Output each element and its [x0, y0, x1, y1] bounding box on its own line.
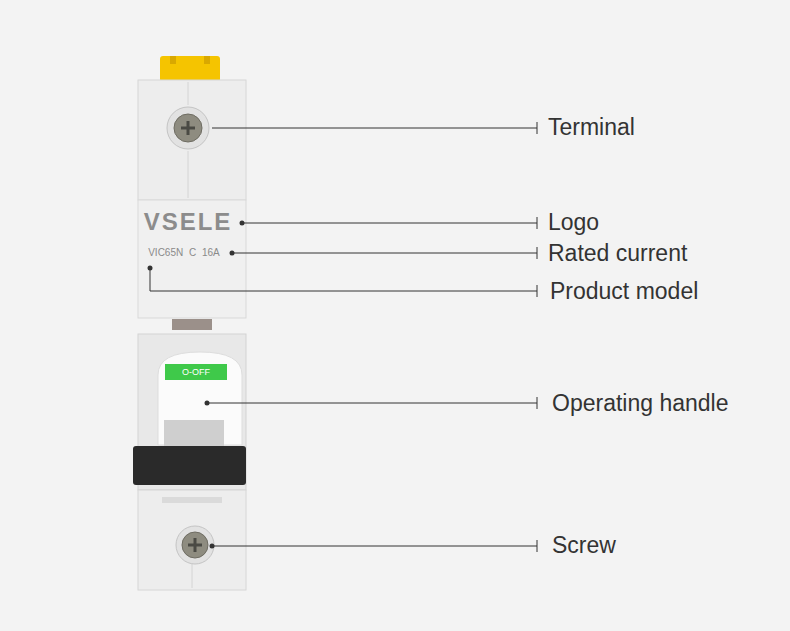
clip-notch: [170, 56, 176, 64]
callout-label: Rated current: [548, 239, 687, 267]
indicator-slot: [172, 319, 212, 330]
callout-label: Terminal: [548, 113, 635, 141]
seam: [188, 151, 189, 198]
bottom-screw: [182, 532, 208, 558]
seam: [188, 82, 189, 105]
brand-logo: VSELE: [138, 208, 238, 236]
leader-line: [232, 247, 537, 259]
handle-lever: [164, 420, 224, 448]
screw-cross: [181, 121, 195, 135]
leader-dot: [240, 221, 245, 226]
bottom-slot: [162, 497, 222, 503]
screw-cross: [188, 538, 202, 552]
top-block: [138, 80, 246, 200]
leader-line: [242, 217, 537, 229]
clip-notch: [204, 56, 210, 64]
leader-line: [150, 268, 537, 297]
front-plate: [138, 200, 246, 318]
terminal-screw: [174, 114, 202, 142]
leader-line: [207, 397, 537, 409]
callout-label: Screw: [552, 531, 616, 559]
bottom-block: [138, 490, 246, 590]
callout-label: Operating handle: [552, 389, 728, 417]
leader-line: [212, 122, 537, 134]
callout-label: Logo: [548, 208, 599, 236]
leader-dot: [230, 251, 235, 256]
switch-state: O-OFF: [165, 364, 227, 380]
callout-label: Product model: [550, 277, 698, 305]
leader-dot: [205, 401, 210, 406]
handle-bar: [133, 446, 246, 485]
leader-dot: [148, 266, 153, 271]
yellow-clip: [160, 56, 220, 82]
status-strip: [165, 364, 227, 380]
screw-hole: [167, 107, 209, 149]
model-marking: VIC65N C 16A: [140, 247, 228, 259]
leader-dot: [210, 544, 215, 549]
screw-hole: [176, 526, 214, 564]
leader-line: [212, 540, 537, 552]
